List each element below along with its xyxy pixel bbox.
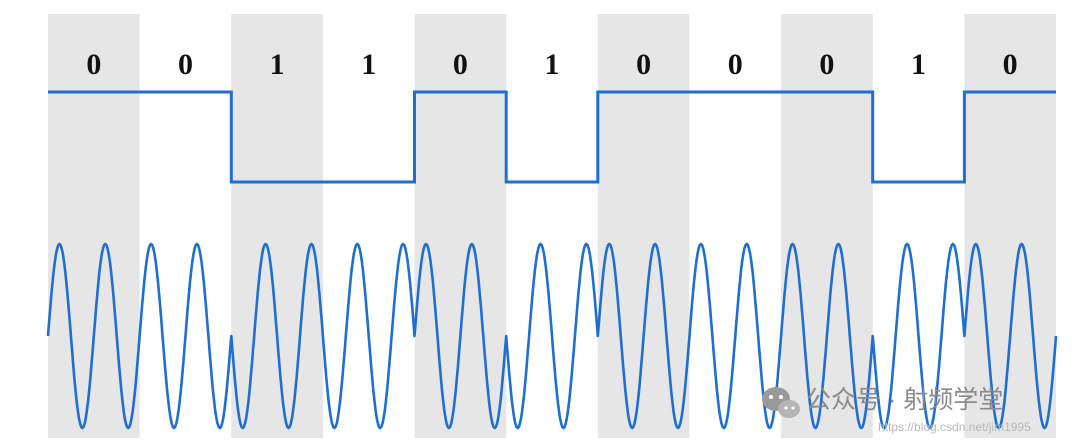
bit-label: 1 bbox=[911, 48, 926, 81]
watermark: 公众号 · 射频学堂 https://blog.csdn.net/jim1995 bbox=[762, 386, 1031, 434]
bit-label: 0 bbox=[86, 48, 101, 81]
bit-label: 0 bbox=[453, 48, 468, 81]
modulated-carrier-wave bbox=[46, 242, 1058, 430]
bit-label: 0 bbox=[728, 48, 743, 81]
bit-label: 0 bbox=[1003, 48, 1018, 81]
bit-label: 0 bbox=[178, 48, 193, 81]
bit-label: 1 bbox=[545, 48, 560, 81]
bit-slot-shade bbox=[231, 14, 323, 438]
bit-label: 0 bbox=[819, 48, 834, 81]
bit-slot-shade bbox=[964, 14, 1056, 438]
bit-label: 1 bbox=[361, 48, 376, 81]
bit-slot-shade bbox=[781, 14, 873, 438]
bit-slot-shade bbox=[48, 14, 140, 438]
bit-label: 1 bbox=[270, 48, 285, 81]
bit-label: 0 bbox=[636, 48, 651, 81]
bit-labels: 0 0 1 1 0 1 0 0 0 1 0 bbox=[86, 48, 1017, 81]
bit-slot-shade bbox=[414, 14, 507, 438]
watermark-text: 公众号 · 射频学堂 bbox=[806, 386, 1003, 414]
digital-square-wave bbox=[48, 90, 1056, 184]
bit-slot-shade bbox=[597, 14, 690, 438]
bit-slot-shading bbox=[48, 14, 1056, 438]
wechat-icon bbox=[762, 387, 800, 418]
watermark-url: https://blog.csdn.net/jim1995 bbox=[878, 420, 1031, 434]
